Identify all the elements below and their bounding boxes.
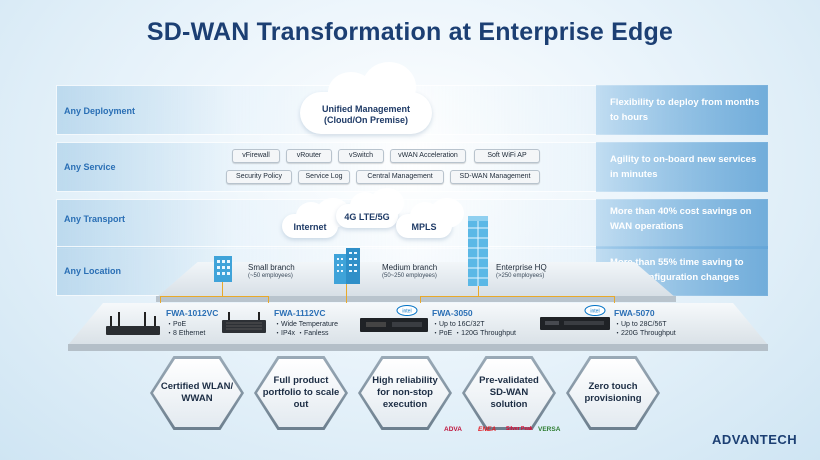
benefit-panel xyxy=(596,142,768,192)
benefit-location: More than 55% time saving to apply confi… xyxy=(610,257,744,283)
row-label-deployment: Any Deployment xyxy=(64,106,136,116)
device-spec-1012vc-1: ・PoE xyxy=(166,321,187,328)
benefit-panel xyxy=(596,199,768,249)
device-spec-5070-1: ・Up to 28C/56T xyxy=(614,321,667,328)
management-cloud-icon xyxy=(300,62,432,134)
feature-hexagon: Certified WLAN/ WWAN xyxy=(150,356,244,430)
small-branch-building-icon xyxy=(214,256,232,282)
medium-branch-building-icon xyxy=(334,248,360,284)
service-chip-vswitch: vSwitch xyxy=(338,149,384,163)
intel-select-badge-icon: intel xyxy=(396,305,418,316)
service-chip-sdwan-mgmt: SD-WAN Management xyxy=(450,170,540,184)
location-hq-sub: (>250 employees) xyxy=(496,273,545,279)
advantech-logo: ADVANTECH xyxy=(712,432,798,447)
connector-line xyxy=(222,282,223,296)
device-spec-3050-1: ・Up to 16C/32T xyxy=(432,321,485,328)
feature-hexagon: Zero touch provisioning xyxy=(566,356,660,430)
management-line1: Unified Management xyxy=(321,104,410,114)
device-platform-edge xyxy=(68,344,768,351)
fwa-5070-device-icon xyxy=(540,317,610,330)
device-spec-5070-2: ・220G Throughput xyxy=(614,330,676,337)
location-medium-sub: (50~250 employees) xyxy=(382,273,437,279)
connector-line xyxy=(346,284,347,310)
feature-hexagon: Full product portfolio to scale out xyxy=(254,356,348,430)
device-name-1112vc: FWA-1112VC xyxy=(274,308,326,318)
location-small-sub: (~50 employees) xyxy=(248,273,293,279)
mpls-cloud-icon xyxy=(396,198,464,238)
service-chip-security-policy: Security Policy xyxy=(226,170,292,184)
row-label-location: Any Location xyxy=(64,266,122,276)
feature-prevalidated: Pre-validated SD-WAN solution xyxy=(479,375,539,410)
device-name-5070: FWA-5070 xyxy=(614,308,655,318)
row-label-service: Any Service xyxy=(64,162,116,172)
device-name-1012vc: FWA-1012VC xyxy=(166,308,219,318)
service-chip-vwan: vWAN Acceleration xyxy=(390,149,466,163)
fwa-3050-device-icon xyxy=(360,318,428,332)
benefit-panel xyxy=(596,85,768,135)
location-platform-edge xyxy=(156,296,676,302)
location-platform xyxy=(156,262,676,298)
device-spec-3050-2: ・PoE ・120G Throughput xyxy=(432,330,516,337)
benefit-transport: More than 40% cost savings on WAN operat… xyxy=(610,206,752,232)
device-spec-1112vc-1: ・Wide Temperature xyxy=(274,321,339,328)
device-spec-1012vc-2: ・8 Ethernet xyxy=(166,330,206,337)
svg-text:intel: intel xyxy=(402,309,411,315)
benefit-deployment: Flexibility to deploy from months to hou… xyxy=(610,97,760,123)
location-medium-name: Medium branch xyxy=(382,263,438,272)
transport-internet: Internet xyxy=(293,222,327,232)
benefit-service: Agility to on-board new services in minu… xyxy=(610,154,757,180)
connector-line xyxy=(420,296,614,297)
transport-mpls: MPLS xyxy=(411,222,437,232)
service-chip-softwifi: Soft WiFi AP xyxy=(474,149,540,163)
location-hq-name: Enterprise HQ xyxy=(496,263,547,272)
intel-select-badge-icon: intel xyxy=(584,305,606,316)
device-name-3050: FWA-3050 xyxy=(432,308,473,318)
service-chip-vfirewall: vFirewall xyxy=(232,149,280,163)
connector-line xyxy=(160,296,268,297)
transport-lte: 4G LTE/5G xyxy=(344,212,390,222)
device-spec-1112vc-2: ・IP4x ・Fanless xyxy=(274,330,329,337)
fwa-1012vc-device-icon xyxy=(106,312,160,335)
row-label-transport: Any Transport xyxy=(64,214,126,224)
service-chip-vrouter: vRouter xyxy=(286,149,332,163)
management-line2: (Cloud/On Premise) xyxy=(323,115,408,125)
feature-hexagon: Pre-validated SD-WAN solution xyxy=(462,356,556,430)
lte-cloud-icon xyxy=(336,188,404,228)
service-chip-service-log: Service Log xyxy=(298,170,350,184)
partner-logo-enea: ENEA xyxy=(478,426,497,433)
svg-text:intel: intel xyxy=(590,309,599,315)
feature-portfolio: Full product portfolio to scale out xyxy=(262,375,340,410)
service-chip-central-mgmt: Central Management xyxy=(356,170,444,184)
fwa-1112vc-device-icon xyxy=(222,312,266,333)
feature-certified: Certified WLAN/ WWAN xyxy=(160,381,234,404)
partner-logo-versa: VERSA xyxy=(538,426,561,433)
enterprise-hq-building-icon xyxy=(468,216,488,286)
connector-line xyxy=(478,286,479,296)
location-small-name: Small branch xyxy=(248,263,295,272)
partner-logo-silverpeak: Silver Peak xyxy=(506,426,533,432)
management-cloud-label: Unified Management (Cloud/On Premise) xyxy=(300,104,432,126)
feature-zero-touch: Zero touch provisioning xyxy=(584,381,642,404)
feature-hexagon: High reliability for non-stop execution xyxy=(358,356,452,430)
page-title: SD-WAN Transformation at Enterprise Edge xyxy=(146,18,674,46)
feature-reliability: High reliability for non-stop execution xyxy=(372,375,438,410)
partner-logo-adva: ADVA xyxy=(444,426,462,433)
